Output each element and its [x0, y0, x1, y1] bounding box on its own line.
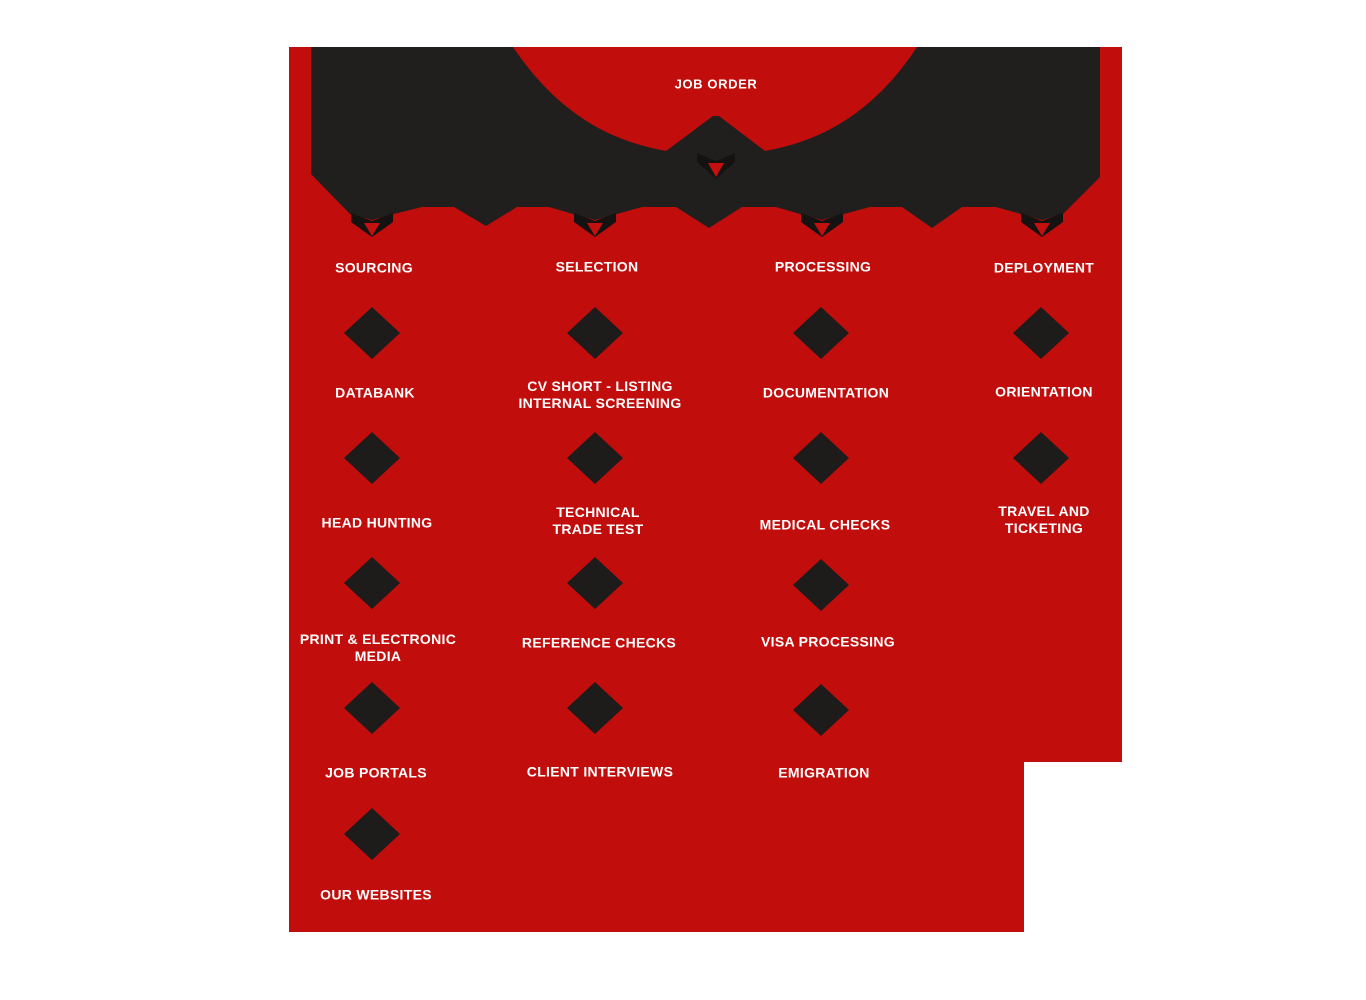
flow-diamond: [793, 684, 849, 736]
flow-diamond: [793, 559, 849, 611]
flow-diamond: [344, 682, 400, 734]
deployment-arrowhead-icon: [1034, 223, 1050, 236]
job-order-arch: [513, 47, 917, 151]
flow-diamond: [567, 307, 623, 359]
red-background-lower: [289, 762, 1024, 932]
sourcing-arrowhead-icon: [364, 223, 380, 236]
flow-diamond: [793, 432, 849, 484]
center-arrowhead-icon: [708, 163, 724, 177]
flow-diamond: [567, 432, 623, 484]
flow-diamond: [344, 432, 400, 484]
banner-shape: [311, 47, 1100, 228]
flow-diamond: [793, 307, 849, 359]
flow-diamond: [567, 682, 623, 734]
flow-diamond: [344, 307, 400, 359]
processing-arrowhead-icon: [814, 223, 830, 236]
flow-diamond: [567, 557, 623, 609]
flow-diamond: [1013, 307, 1069, 359]
flow-diamond: [344, 557, 400, 609]
flow-diamond: [1013, 432, 1069, 484]
flow-diamond: [344, 808, 400, 860]
selection-arrowhead-icon: [587, 223, 603, 236]
